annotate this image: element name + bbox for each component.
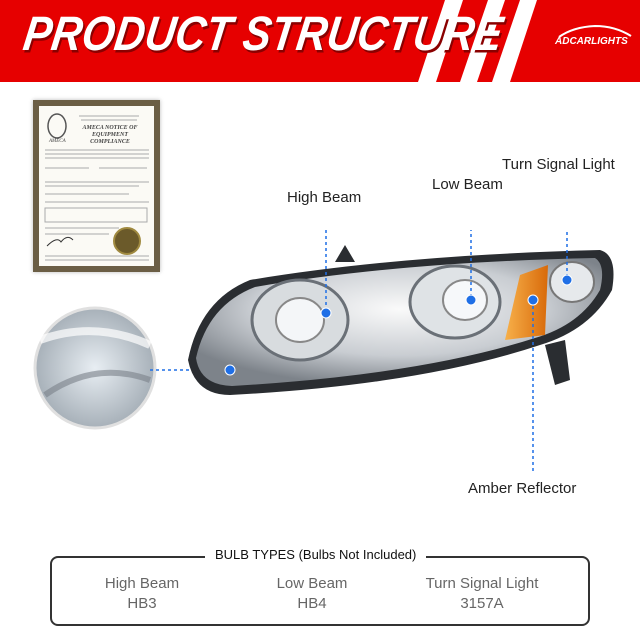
callout-dot-amber-reflector xyxy=(527,294,539,306)
bulb-item-low-beam: Low Beam HB4 xyxy=(222,574,402,614)
certificate-heading: AMECA NOTICE OF xyxy=(82,125,138,131)
bulb-item-high-beam: High Beam HB3 xyxy=(52,574,232,614)
callout-dot-turn-signal xyxy=(561,274,573,286)
bulb-label: High Beam xyxy=(104,575,180,592)
callout-low-beam: Low Beam xyxy=(432,176,503,193)
brand-name: ADCARLIGHTS xyxy=(555,36,628,47)
bulb-label: Low Beam xyxy=(276,575,348,592)
bulb-value: 3157A xyxy=(460,595,504,612)
compliance-certificate: AMECA NOTICE OF EQUIPMENT COMPLIANCE AME… xyxy=(33,100,160,272)
headlight-illustration xyxy=(33,230,614,474)
callout-high-beam: High Beam xyxy=(287,189,362,206)
certificate-org: AMECA xyxy=(49,139,66,144)
detail-zoom-circle xyxy=(33,306,157,430)
page-title: PRODUCT STRUCTURE xyxy=(20,6,507,61)
car-silhouette-icon xyxy=(558,24,632,38)
certificate-heading-2: EQUIPMENT COMPLIANCE xyxy=(90,132,130,145)
callout-turn-signal: Turn Signal Light xyxy=(502,156,615,173)
bulb-types-panel: High Beam HB3 Low Beam HB4 Turn Signal L… xyxy=(50,556,590,626)
brand-logo: ADCARLIGHTS xyxy=(553,24,637,50)
bulb-label: Turn Signal Light xyxy=(425,575,539,592)
bulb-types-title: BULB TYPES (Bulbs Not Included) xyxy=(205,547,427,562)
bulb-value: HB3 xyxy=(127,595,157,612)
callout-dot-bezel xyxy=(224,364,236,376)
callout-dot-high-beam xyxy=(320,307,332,319)
header-banner xyxy=(0,0,640,82)
bulb-value: HB4 xyxy=(297,595,327,612)
bulb-item-turn-signal: Turn Signal Light 3157A xyxy=(392,574,572,614)
callout-amber-reflector: Amber Reflector xyxy=(468,480,577,497)
callout-dot-low-beam xyxy=(465,294,477,306)
